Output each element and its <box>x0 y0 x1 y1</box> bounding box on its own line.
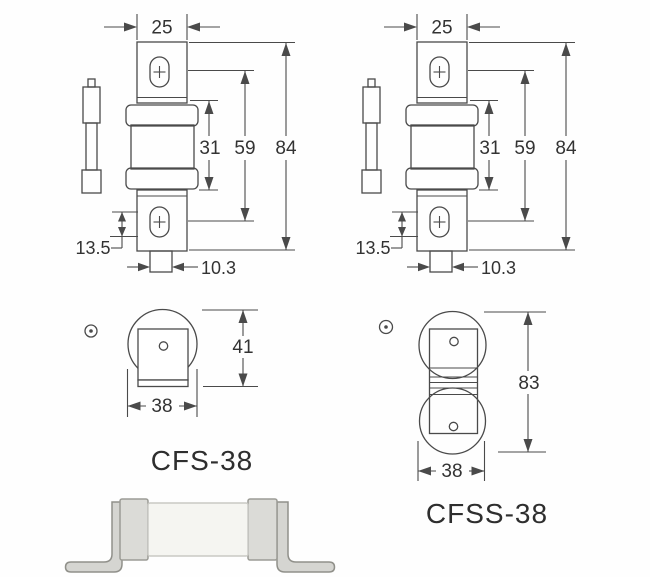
datum-target-icon <box>378 319 394 335</box>
blade-rectangle <box>428 328 479 435</box>
top-mount-hole <box>449 336 459 347</box>
ceramic-body <box>147 502 249 557</box>
dim-terminal-span: 59 <box>188 69 256 222</box>
dim-blade-width: 25 <box>384 14 500 40</box>
dim-label-terminal-span: 59 <box>234 138 255 159</box>
bottom-blade <box>416 189 468 252</box>
dim-overall-length: 84 <box>469 41 577 251</box>
top-body-circle <box>418 310 487 380</box>
fuse-outline <box>125 41 199 273</box>
blade-square <box>137 328 189 381</box>
dim-label-blade-width: 25 <box>151 18 172 39</box>
bottom-blade <box>136 189 188 252</box>
datum-target-icon <box>84 324 98 338</box>
side-profile-view <box>81 78 102 194</box>
dim-label-cfss-width: 38 <box>441 461 462 482</box>
cfss-bottom-view: 83 38 CFSS-38 <box>378 310 548 529</box>
top-ferrule <box>125 104 199 127</box>
dim-blade-width: 25 <box>104 14 220 40</box>
right-end-cap <box>247 498 278 561</box>
top-slot <box>149 56 170 88</box>
dim-label-body-length: 31 <box>199 138 220 159</box>
dim-label-cfss-height: 83 <box>518 373 539 394</box>
dim-hole-offset: 13.5 <box>355 211 418 258</box>
blade-tab <box>429 250 453 273</box>
dim-label-overall-length: 84 <box>555 138 577 159</box>
dim-terminal-span: 59 <box>468 69 536 222</box>
dim-label-blade-width: 25 <box>431 18 452 39</box>
dim-cfss-height: 83 <box>484 311 546 453</box>
dim-label-body-length: 31 <box>479 138 500 159</box>
top-ferrule <box>405 104 479 127</box>
left-mount-bracket <box>64 501 123 573</box>
model-label-cfs: CFS-38 <box>151 445 253 476</box>
top-slot <box>429 56 450 88</box>
dim-body-length: 31 <box>190 99 221 191</box>
front-view-cfs: 25 84 59 <box>75 14 297 278</box>
blade-edge-strip <box>137 379 189 388</box>
dim-body-length: 31 <box>470 99 501 191</box>
bottom-slot <box>149 206 170 238</box>
mount-hole <box>158 341 169 351</box>
bottom-ferrule <box>405 167 479 190</box>
dim-label-hole-offset: 13.5 <box>75 238 110 258</box>
fuse-outline <box>405 41 479 273</box>
top-blade <box>136 41 188 104</box>
dim-label-tab-width: 10.3 <box>201 258 236 278</box>
dim-cfs-width: 38 <box>126 369 198 417</box>
top-blade <box>416 41 468 104</box>
left-end-cap <box>119 498 149 561</box>
side-profile-view <box>361 78 382 194</box>
cfs-bottom-view: 41 38 CFS-38 <box>84 308 258 476</box>
dim-label-tab-width: 10.3 <box>481 258 516 278</box>
front-view-cfss: 25 84 59 <box>355 14 577 278</box>
dim-label-cfs-height: 41 <box>232 337 253 358</box>
right-mount-bracket <box>276 501 336 573</box>
bottom-slot <box>429 206 450 238</box>
bottom-mount-hole <box>448 421 459 432</box>
blade-tab <box>149 250 173 273</box>
dim-label-terminal-span: 59 <box>514 138 535 159</box>
fuse-body <box>410 124 475 170</box>
dim-tab-width: 10.3 <box>407 258 516 278</box>
dim-cfss-width: 38 <box>417 441 486 482</box>
dim-hole-offset: 13.5 <box>75 211 138 258</box>
dim-tab-width: 10.3 <box>127 258 236 278</box>
bottom-ferrule <box>125 167 199 190</box>
dim-label-overall-length: 84 <box>275 138 297 159</box>
dim-cfs-height: 41 <box>202 309 258 388</box>
product-photo-cfs <box>64 498 336 573</box>
fuse-body <box>130 124 195 170</box>
model-label-cfss: CFSS-38 <box>426 498 548 529</box>
dim-overall-length: 84 <box>189 41 297 251</box>
dim-label-hole-offset: 13.5 <box>355 238 390 258</box>
dim-label-cfs-width: 38 <box>151 396 172 417</box>
